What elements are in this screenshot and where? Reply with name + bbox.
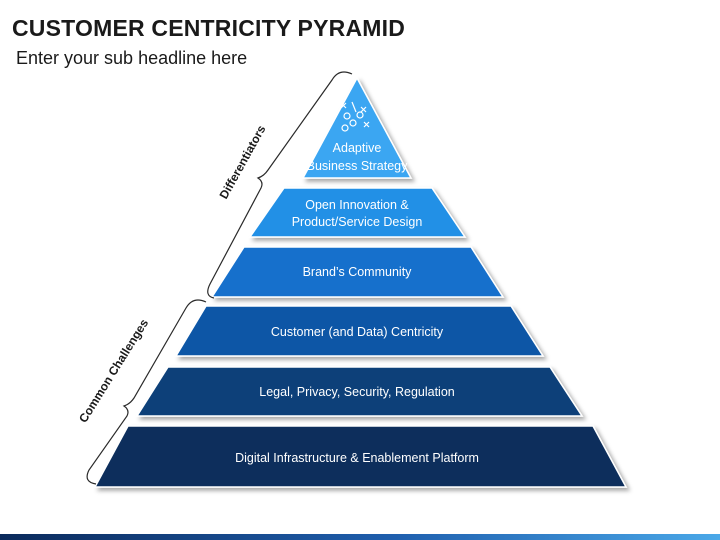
- page-subtitle: Enter your sub headline here: [16, 48, 248, 68]
- tier-open-innovation: Open Innovation & Product/Service Design: [248, 187, 467, 238]
- tier-legal-privacy-shape: [135, 366, 584, 417]
- tier-brand-community-label: Brand’s Community: [303, 265, 413, 279]
- tier-customer-centricity-shape: [174, 305, 545, 357]
- tier-open-innovation-label: Product/Service Design: [292, 215, 423, 229]
- tier-adaptive-strategy-label: Adaptive: [333, 141, 382, 155]
- tier-open-innovation-shape: [248, 187, 467, 238]
- tier-customer-centricity-label: Customer (and Data) Centricity: [271, 325, 444, 339]
- differentiators-bracket: [207, 71, 353, 299]
- page-title: CUSTOMER CENTRICITY PYRAMID: [12, 15, 406, 41]
- tier-brand-community: Brand’s Community: [210, 246, 505, 298]
- common-challenges-bracket: [86, 299, 207, 485]
- tier-digital-infrastructure-label: Digital Infrastructure & Enablement Plat…: [235, 451, 479, 465]
- tier-legal-privacy-label: Legal, Privacy, Security, Regulation: [259, 385, 455, 399]
- tier-adaptive-strategy-shape: [301, 76, 413, 179]
- tier-legal-privacy: Legal, Privacy, Security, Regulation: [135, 366, 584, 417]
- tier-open-innovation-label: Open Innovation &: [305, 198, 409, 212]
- tier-customer-centricity: Customer (and Data) Centricity: [174, 305, 545, 357]
- tier-brand-community-shape: [210, 246, 505, 298]
- footer-bar: [0, 534, 720, 540]
- common-challenges-label: Common Challenges: [76, 316, 151, 425]
- strategy-play-icon: [340, 101, 370, 132]
- tier-digital-infrastructure-shape: [93, 425, 628, 488]
- tier-digital-infrastructure: Digital Infrastructure & Enablement Plat…: [93, 425, 628, 488]
- tier-adaptive-strategy-label: Business Strategy: [307, 159, 408, 173]
